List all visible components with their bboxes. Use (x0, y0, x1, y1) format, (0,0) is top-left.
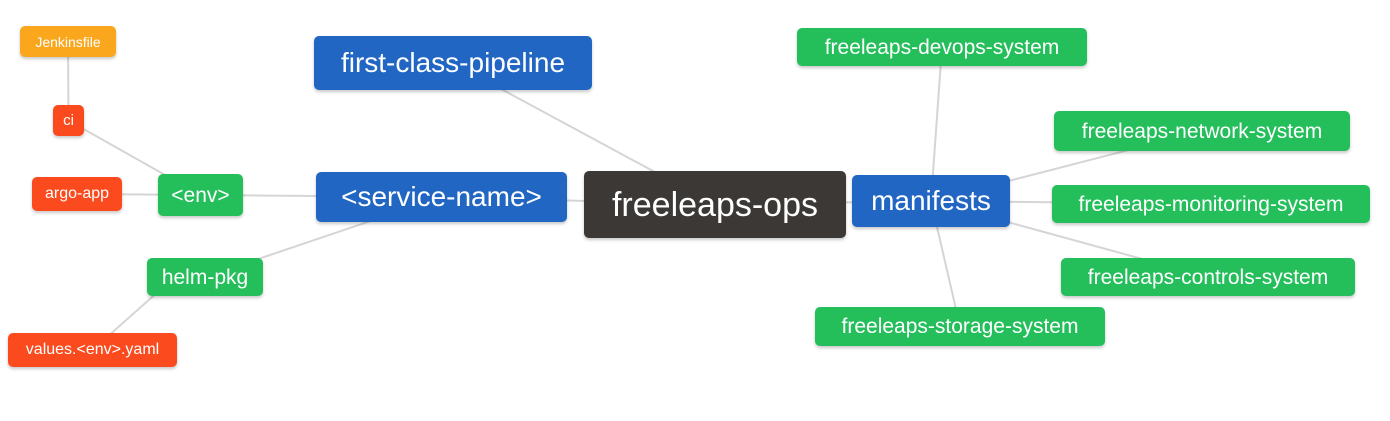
node-label: freeleaps-devops-system (824, 35, 1060, 59)
node-freeleaps-controls-system[interactable]: freeleaps-controls-system (1061, 258, 1355, 296)
node-label: freeleaps-storage-system (841, 315, 1079, 338)
node-label: freeleaps-network-system (1081, 119, 1323, 143)
node-label: argo-app (44, 185, 110, 202)
node-service-name[interactable]: <service-name> (316, 172, 567, 222)
node-label: manifests (871, 185, 991, 216)
node-freeleaps-network-system[interactable]: freeleaps-network-system (1054, 111, 1350, 151)
node-label: values.<env>.yaml (25, 341, 160, 358)
node-manifests[interactable]: manifests (852, 175, 1010, 227)
node-ci[interactable]: ci (53, 105, 84, 136)
node-label: freeleaps-ops (611, 185, 818, 224)
node-freeleaps-storage-system[interactable]: freeleaps-storage-system (815, 307, 1105, 346)
node-label: helm-pkg (161, 265, 249, 289)
node-label: <env> (171, 183, 230, 207)
node-label: Jenkinsfile (35, 33, 101, 50)
node-freeleaps-monitoring-system[interactable]: freeleaps-monitoring-system (1052, 185, 1370, 223)
node-helm-pkg[interactable]: helm-pkg (147, 258, 263, 296)
node-freeleaps-devops-system[interactable]: freeleaps-devops-system (797, 28, 1087, 66)
node-freeleaps-ops[interactable]: freeleaps-ops (584, 171, 846, 238)
node-label: freeleaps-monitoring-system (1078, 192, 1344, 216)
node-label: <service-name> (341, 181, 542, 212)
node-label: first-class-pipeline (340, 47, 566, 78)
node-jenkinsfile[interactable]: Jenkinsfile (20, 26, 116, 57)
node-env[interactable]: <env> (158, 174, 243, 216)
node-label: freeleaps-controls-system (1087, 265, 1329, 289)
node-label: ci (63, 112, 74, 129)
node-first-class-pipeline[interactable]: first-class-pipeline (314, 36, 592, 90)
node-values-env-yaml[interactable]: values.<env>.yaml (8, 333, 177, 367)
node-argo-app[interactable]: argo-app (32, 177, 122, 211)
